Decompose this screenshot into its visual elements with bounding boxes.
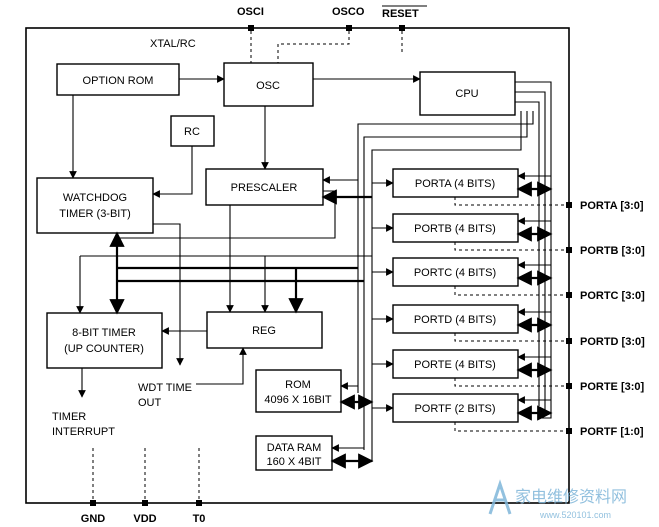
portd-pin-wire <box>454 333 568 342</box>
pin-osci-label: OSCI <box>237 6 264 18</box>
reg-label: REG <box>252 325 276 337</box>
pin-gnd <box>90 500 96 506</box>
portd-block <box>392 304 519 334</box>
cpu-bus-3 <box>515 101 540 406</box>
timer-label-2: (UP COUNTER) <box>64 343 144 355</box>
reg-block <box>206 311 323 349</box>
watermark-logo-icon <box>488 479 512 515</box>
ram-block <box>255 435 333 471</box>
pin-osco <box>346 25 352 31</box>
watermark: 家电维修资料网 www.520101.com <box>488 479 627 520</box>
porta-pin-wire <box>454 197 568 206</box>
rom-label-1: ROM <box>285 379 311 391</box>
pin-portb-label: PORTB [3:0] <box>580 245 645 257</box>
timer-label-1: 8-BIT TIMER <box>72 327 136 339</box>
watchdog-label-2: TIMER (3-BIT) <box>59 208 131 220</box>
pin-t0-label: T0 <box>193 513 206 525</box>
cpu-block <box>419 71 516 116</box>
clock-label: XTAL/RC <box>150 38 196 50</box>
pin-vdd <box>142 500 148 506</box>
pin-portd-label: PORTD [3:0] <box>580 336 645 348</box>
pin-osci <box>248 25 254 31</box>
pin-portd <box>566 338 572 344</box>
pin-reset <box>399 25 405 31</box>
pin-portc <box>566 292 572 298</box>
pin-porta-label: PORTA [3:0] <box>580 200 644 212</box>
ram-label-2: 160 X 4BIT <box>266 456 321 468</box>
portb-label: PORTB (4 BITS) <box>414 223 496 235</box>
irq-label-1: TIMER <box>52 411 86 423</box>
portd-label: PORTD (4 BITS) <box>414 314 496 326</box>
portf-pin-wire <box>454 422 568 432</box>
timer-block <box>46 312 163 369</box>
osc-block <box>223 62 314 107</box>
pin-portf <box>566 428 572 434</box>
cpu-label: CPU <box>455 88 478 100</box>
rc-label: RC <box>184 126 200 138</box>
option-rom-block <box>56 63 180 96</box>
pin-portf-label: PORTF [1:0] <box>580 426 644 438</box>
portc-label: PORTC (4 BITS) <box>414 267 496 279</box>
irq-label-2: INTERRUPT <box>52 426 115 438</box>
portf-label: PORTF (2 BITS) <box>414 403 495 415</box>
portb-pin-wire <box>454 242 568 251</box>
cpu-bus-2 <box>515 91 546 412</box>
pin-t0 <box>196 500 202 506</box>
wdt-label-1: WDT TIME <box>138 382 192 394</box>
wdt-timeout-line <box>153 223 184 366</box>
portf-block <box>392 393 519 423</box>
prescaler-label: PRESCALER <box>231 182 298 194</box>
watchdog-block <box>36 177 154 234</box>
pin-vdd-label: VDD <box>133 513 156 525</box>
pin-porta <box>566 202 572 208</box>
osco-wire <box>277 31 350 63</box>
wdt-to-reg <box>196 347 247 385</box>
watermark-text: 家电维修资料网 <box>515 488 627 506</box>
rc-to-watchdog <box>152 146 193 198</box>
data-bus-inner <box>371 111 522 462</box>
pin-portb <box>566 247 572 253</box>
pin-gnd-label: GND <box>81 513 106 525</box>
porte-pin-wire <box>454 378 568 387</box>
watchdog-label-1: WATCHDOG <box>63 192 127 204</box>
rom-label-2: 4096 X 16BIT <box>264 394 332 406</box>
ram-label-1: DATA RAM <box>267 442 322 454</box>
portc-pin-wire <box>454 286 568 296</box>
pin-porte <box>566 383 572 389</box>
porta-label: PORTA (4 BITS) <box>415 178 495 190</box>
data-bus-mid <box>363 111 528 450</box>
option-rom-label: OPTION ROM <box>83 75 154 87</box>
osc-label: OSC <box>256 80 280 92</box>
rom-block <box>255 369 342 413</box>
pin-porte-label: PORTE [3:0] <box>580 381 645 393</box>
pin-osco-label: OSCO <box>332 6 365 18</box>
pin-portc-label: PORTC [3:0] <box>580 290 645 302</box>
pin-reset-label: RESET <box>382 8 419 20</box>
wdt-label-2: OUT <box>138 397 162 409</box>
watermark-url: www.520101.com <box>539 510 611 520</box>
data-bus-outer <box>357 111 534 393</box>
porte-label: PORTE (4 BITS) <box>414 359 496 371</box>
prescaler-to-timer <box>117 190 336 239</box>
chip-outline <box>25 27 570 504</box>
